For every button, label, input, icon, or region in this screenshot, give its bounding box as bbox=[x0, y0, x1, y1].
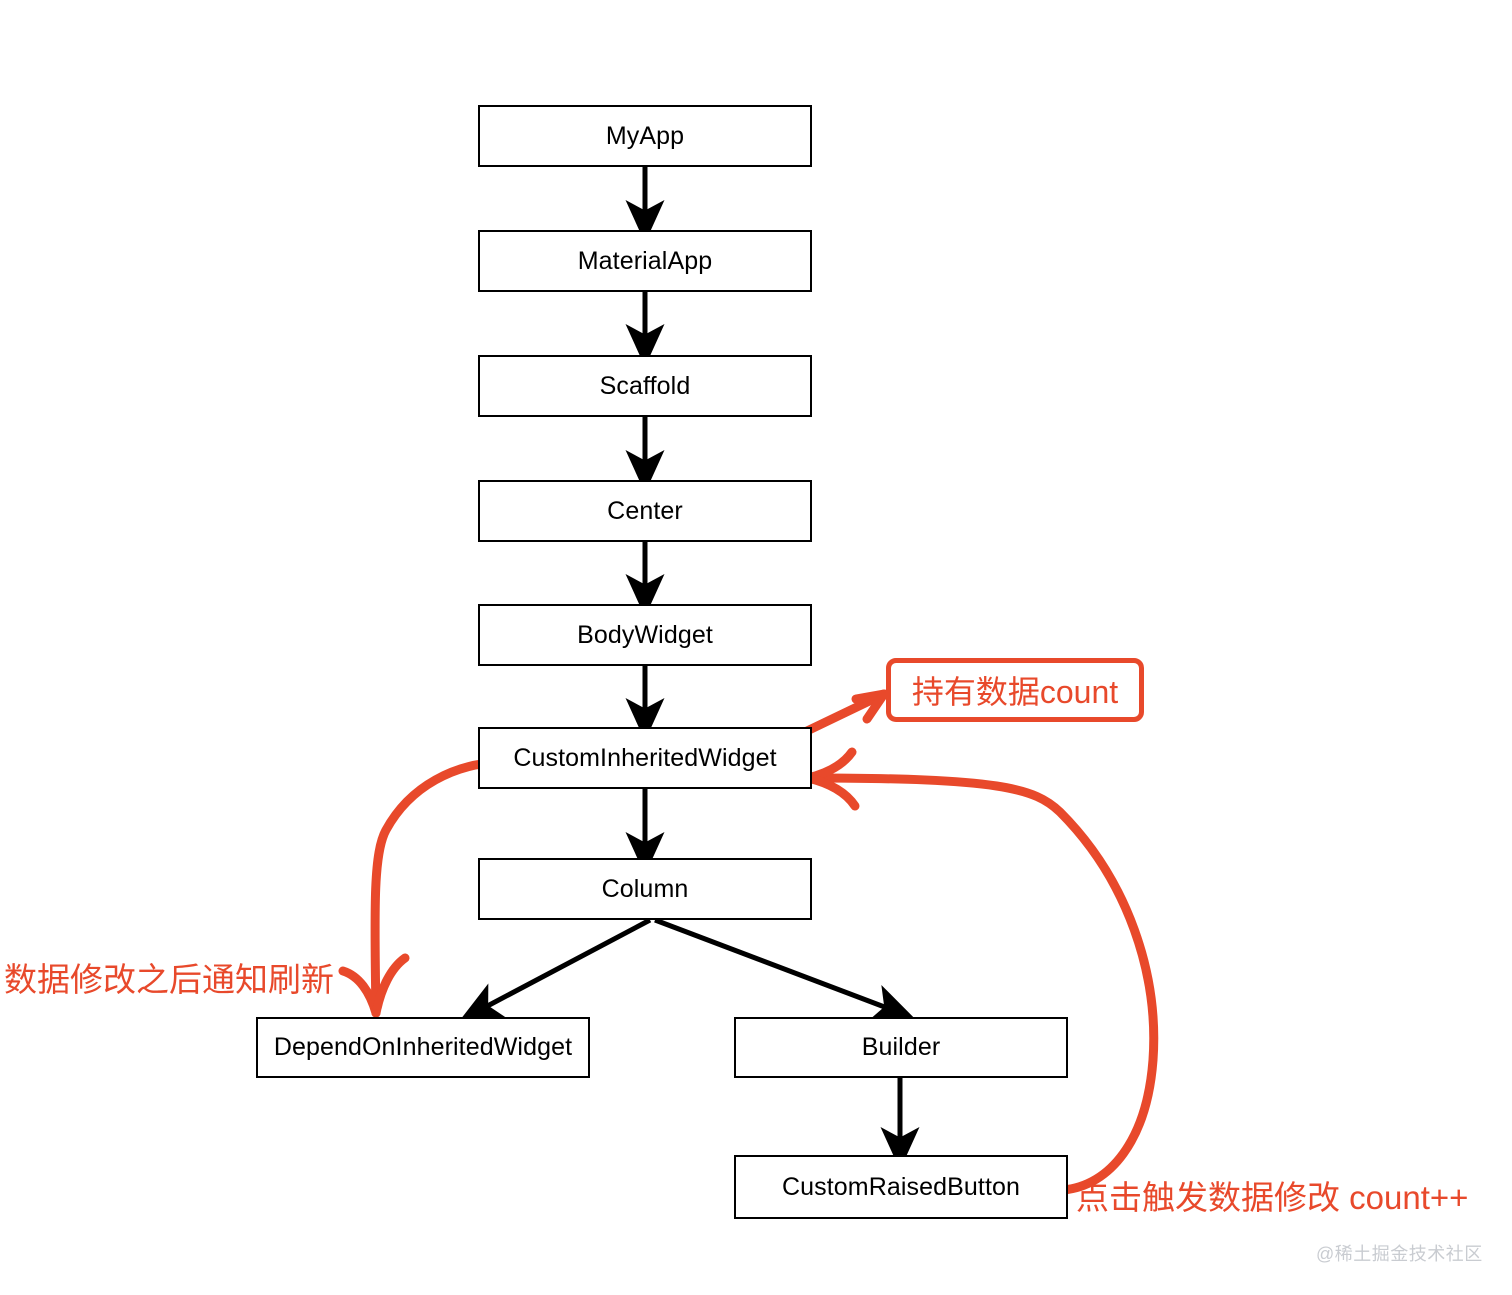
annotation-label: 数据修改之后通知刷新 bbox=[4, 961, 334, 998]
annotation-notify-refresh: 数据修改之后通知刷新 bbox=[4, 953, 334, 1001]
node-dependoninheritedwidget[interactable]: DependOnInheritedWidget bbox=[256, 1017, 590, 1078]
node-builder[interactable]: Builder bbox=[734, 1017, 1068, 1078]
node-custominheritedwidget[interactable]: CustomInheritedWidget bbox=[478, 727, 812, 789]
node-label: CustomRaisedButton bbox=[781, 1172, 1021, 1201]
node-label: DependOnInheritedWidget bbox=[273, 1033, 573, 1061]
node-bodywidget[interactable]: BodyWidget bbox=[478, 604, 812, 666]
annotation-arrow-click-trigger bbox=[803, 747, 1159, 1195]
node-customraisedbutton[interactable]: CustomRaisedButton bbox=[734, 1155, 1068, 1219]
node-materialapp[interactable]: MaterialApp bbox=[478, 230, 812, 292]
node-label: MaterialApp bbox=[577, 246, 713, 275]
node-center[interactable]: Center bbox=[478, 480, 812, 542]
watermark-label: @稀土掘金技术社区 bbox=[1316, 1244, 1483, 1264]
node-label: CustomInheritedWidget bbox=[513, 743, 777, 772]
node-label: Scaffold bbox=[599, 371, 691, 400]
node-label: Center bbox=[607, 496, 683, 525]
annotation-callout-label: 持有数据count bbox=[911, 674, 1119, 710]
node-label: Builder bbox=[861, 1033, 941, 1061]
node-label: Column bbox=[601, 874, 689, 903]
edge-column-dependoninheritedwidget bbox=[459, 917, 652, 1021]
watermark: @稀土掘金技术社区 bbox=[1316, 1240, 1483, 1266]
annotation-label: 点击触发数据修改 count++ bbox=[1076, 1179, 1469, 1216]
node-label: BodyWidget bbox=[577, 620, 713, 649]
node-scaffold[interactable]: Scaffold bbox=[478, 355, 812, 417]
node-column[interactable]: Column bbox=[478, 858, 812, 920]
node-label: MyApp bbox=[605, 121, 685, 150]
annotation-click-trigger: 点击触发数据修改 count++ bbox=[1076, 1171, 1468, 1219]
annotation-callout-holds-data: 持有数据count bbox=[886, 658, 1144, 722]
node-myapp[interactable]: MyApp bbox=[478, 105, 812, 167]
edge-column-builder bbox=[654, 917, 915, 1022]
